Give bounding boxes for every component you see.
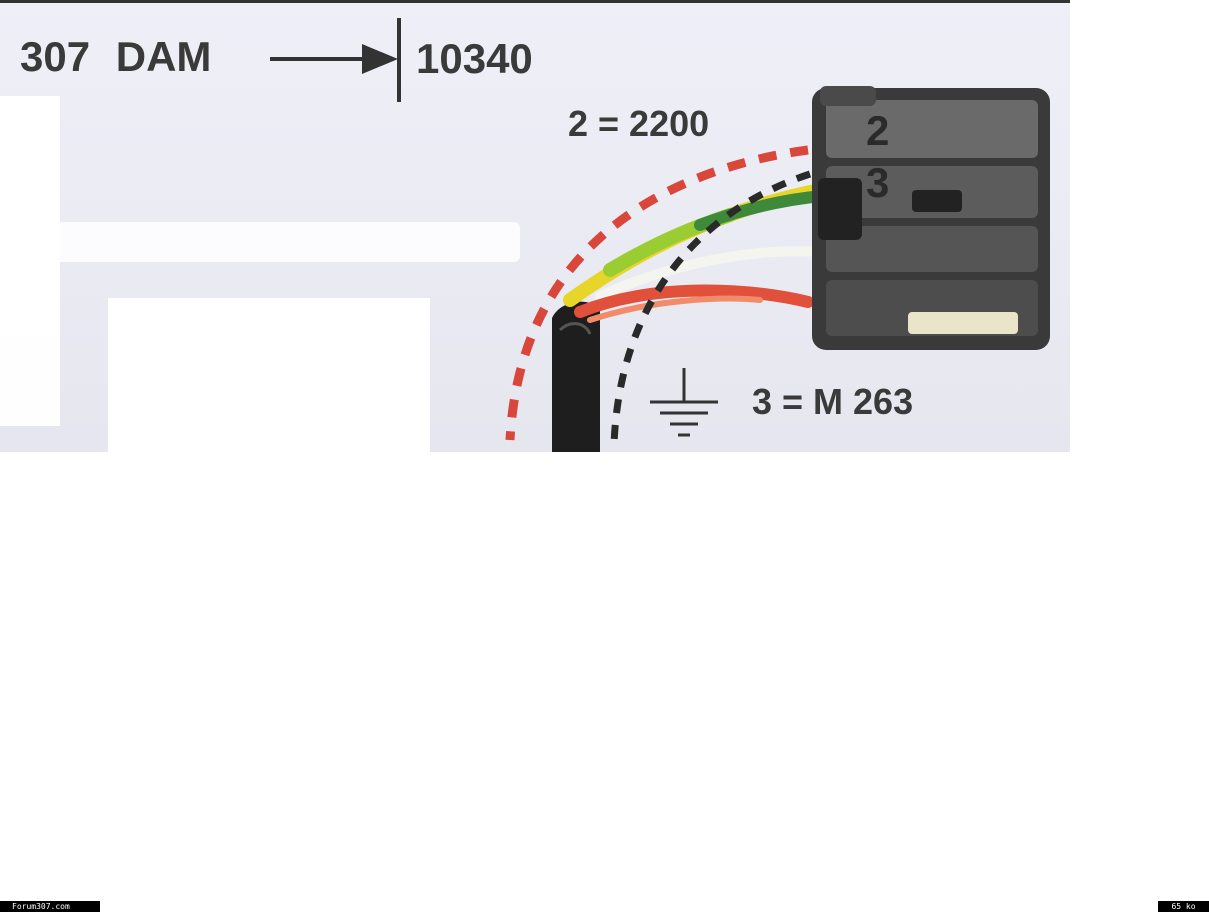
footer-site-label: Forum307.com: [0, 901, 100, 912]
dam-code-label: 10340: [416, 35, 533, 82]
pin2-label: 2 = 2200: [568, 103, 710, 144]
erased-area-box: [108, 298, 430, 452]
pin2-number: 2: [866, 107, 890, 154]
dashed-black-arc: [610, 170, 812, 445]
footer-size-label: 65 ko: [1158, 901, 1209, 912]
cable-sheath: [552, 301, 600, 452]
connector-illustration: [270, 18, 1050, 452]
model-label: 307 DAM: [20, 33, 212, 80]
top-border-line: [0, 0, 1070, 3]
connector-photo: 307 DAM 10340 2 = 2200 3 = M 263 2 3: [0, 0, 1070, 452]
arrow-to-bar-icon: [270, 18, 401, 102]
pin3-label: 3 = M 263: [752, 381, 914, 422]
pin3-number: 3: [866, 159, 890, 206]
wire-bundle: [563, 183, 828, 323]
ground-symbol-icon: [650, 368, 718, 437]
connector-body: [812, 86, 1050, 350]
erased-area-strip: [40, 222, 520, 262]
